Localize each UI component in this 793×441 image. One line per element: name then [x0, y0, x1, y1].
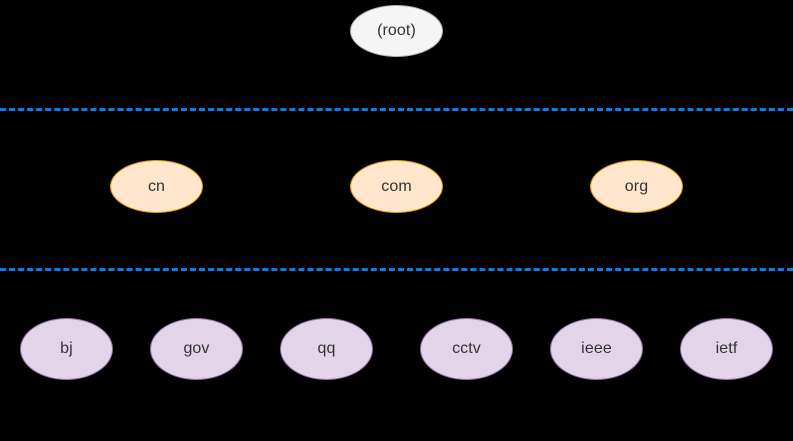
node-ietf[interactable]: ietf — [680, 318, 773, 380]
node-label-qq: qq — [317, 340, 336, 357]
node-label-org: org — [624, 177, 649, 195]
node-ieee[interactable]: ieee — [550, 318, 643, 380]
node-bj[interactable]: bj — [20, 318, 113, 380]
node-label-gov: gov — [183, 340, 210, 357]
node-gov[interactable]: gov — [150, 318, 243, 380]
node-label-bj: bj — [60, 340, 73, 357]
node-label-com: com — [381, 177, 412, 195]
node-root[interactable]: (root) — [350, 5, 443, 57]
node-cn[interactable]: cn — [110, 160, 203, 213]
divider-tld-sld — [0, 268, 793, 271]
node-label-cn: cn — [147, 177, 166, 195]
node-label-root: (root) — [377, 22, 416, 39]
node-label-cctv: cctv — [452, 340, 481, 357]
node-cctv[interactable]: cctv — [420, 318, 513, 380]
node-org[interactable]: org — [590, 160, 683, 213]
node-label-ieee: ieee — [581, 340, 612, 357]
node-com[interactable]: com — [350, 160, 443, 213]
node-qq[interactable]: qq — [280, 318, 373, 380]
node-label-ietf: ietf — [715, 340, 738, 357]
divider-root-tld — [0, 108, 793, 111]
